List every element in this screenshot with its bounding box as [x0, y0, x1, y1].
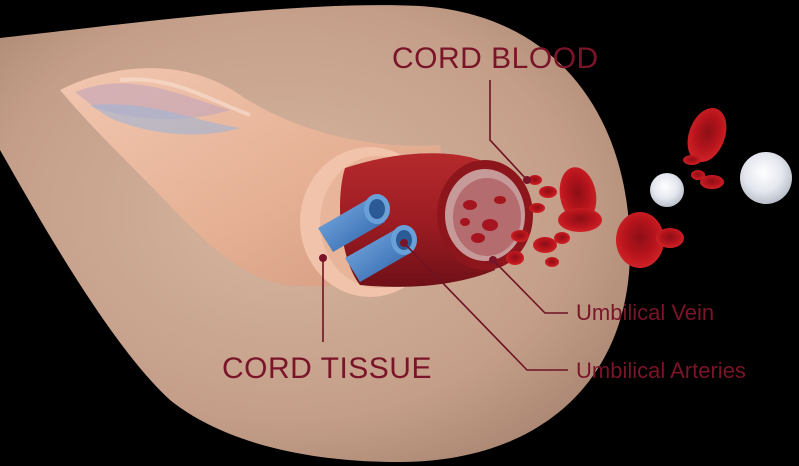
umbilical-arteries-tubes: [318, 194, 417, 282]
umbilical-vein-tube: [340, 153, 533, 287]
red-blood-cells: [506, 107, 727, 268]
umbilical-vein-label: Umbilical Vein: [576, 300, 714, 325]
umbilical-arteries-leader: [400, 239, 568, 371]
white-blood-cells: [650, 152, 792, 207]
cord-blood-leader: [489, 80, 531, 184]
cord-tissue-leader: [319, 254, 327, 342]
cord-tissue-label: CORD TISSUE: [222, 352, 432, 385]
umbilical-arteries-label: Umbilical Arteries: [576, 358, 746, 383]
cord-blood-label: CORD BLOOD: [392, 42, 599, 75]
umbilical-vein-leader: [489, 256, 568, 314]
